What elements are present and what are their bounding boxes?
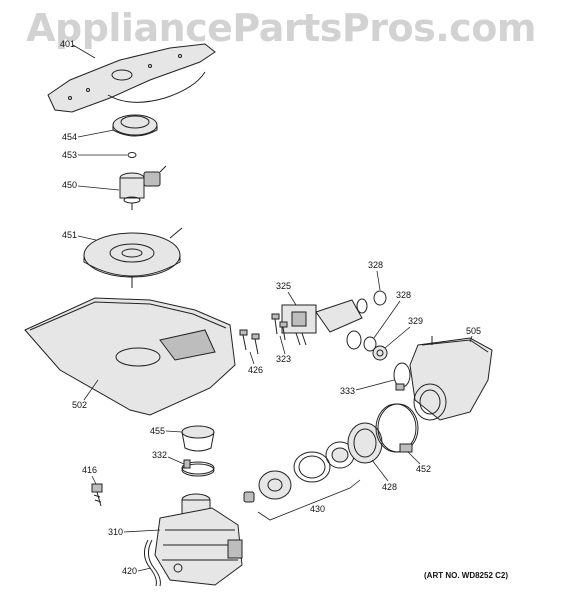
callout-328-a: 328: [368, 260, 383, 270]
part-453: [127, 152, 137, 158]
part-454: [112, 114, 158, 137]
part-323: [271, 313, 288, 341]
part-333: [393, 362, 411, 391]
part-328-b: [363, 336, 377, 352]
callout-323: 323: [276, 354, 291, 364]
part-452: [375, 403, 419, 453]
art-number: (ART NO. WD8252 C2): [424, 571, 508, 580]
callout-502: 502: [72, 400, 87, 410]
callout-451: 451: [62, 230, 77, 240]
part-502: [24, 297, 236, 416]
part-455: [181, 425, 215, 452]
part-430-group: [243, 441, 361, 521]
callout-428: 428: [382, 482, 397, 492]
callout-453: 453: [62, 150, 77, 160]
callout-450: 450: [62, 180, 77, 190]
callout-329: 329: [408, 316, 423, 326]
callout-430: 430: [310, 504, 325, 514]
watermark-logo: AppliancePartsPros.com: [26, 6, 536, 50]
part-505: [409, 336, 493, 421]
callout-505: 505: [466, 326, 481, 336]
part-450: [119, 165, 167, 210]
callout-416: 416: [82, 465, 97, 475]
callout-401: 401: [60, 39, 75, 49]
part-328-a: [373, 290, 387, 306]
part-416: [91, 483, 103, 507]
part-329: [372, 345, 388, 361]
callout-325: 325: [276, 281, 291, 291]
callout-310: 310: [108, 527, 123, 537]
callout-328-b: 328: [396, 290, 411, 300]
part-spray-arm: [47, 43, 216, 113]
part-310: [154, 493, 243, 586]
part-332: [181, 459, 215, 477]
callout-454: 454: [62, 132, 77, 142]
callout-452: 452: [416, 464, 431, 474]
callout-426: 426: [248, 365, 263, 375]
part-426: [239, 329, 260, 355]
part-451: [83, 227, 183, 288]
callout-332: 332: [152, 450, 167, 460]
callout-420: 420: [122, 566, 137, 576]
callout-333: 333: [340, 386, 355, 396]
callout-455: 455: [150, 426, 165, 436]
part-428: [347, 422, 383, 464]
part-325: [281, 298, 368, 350]
